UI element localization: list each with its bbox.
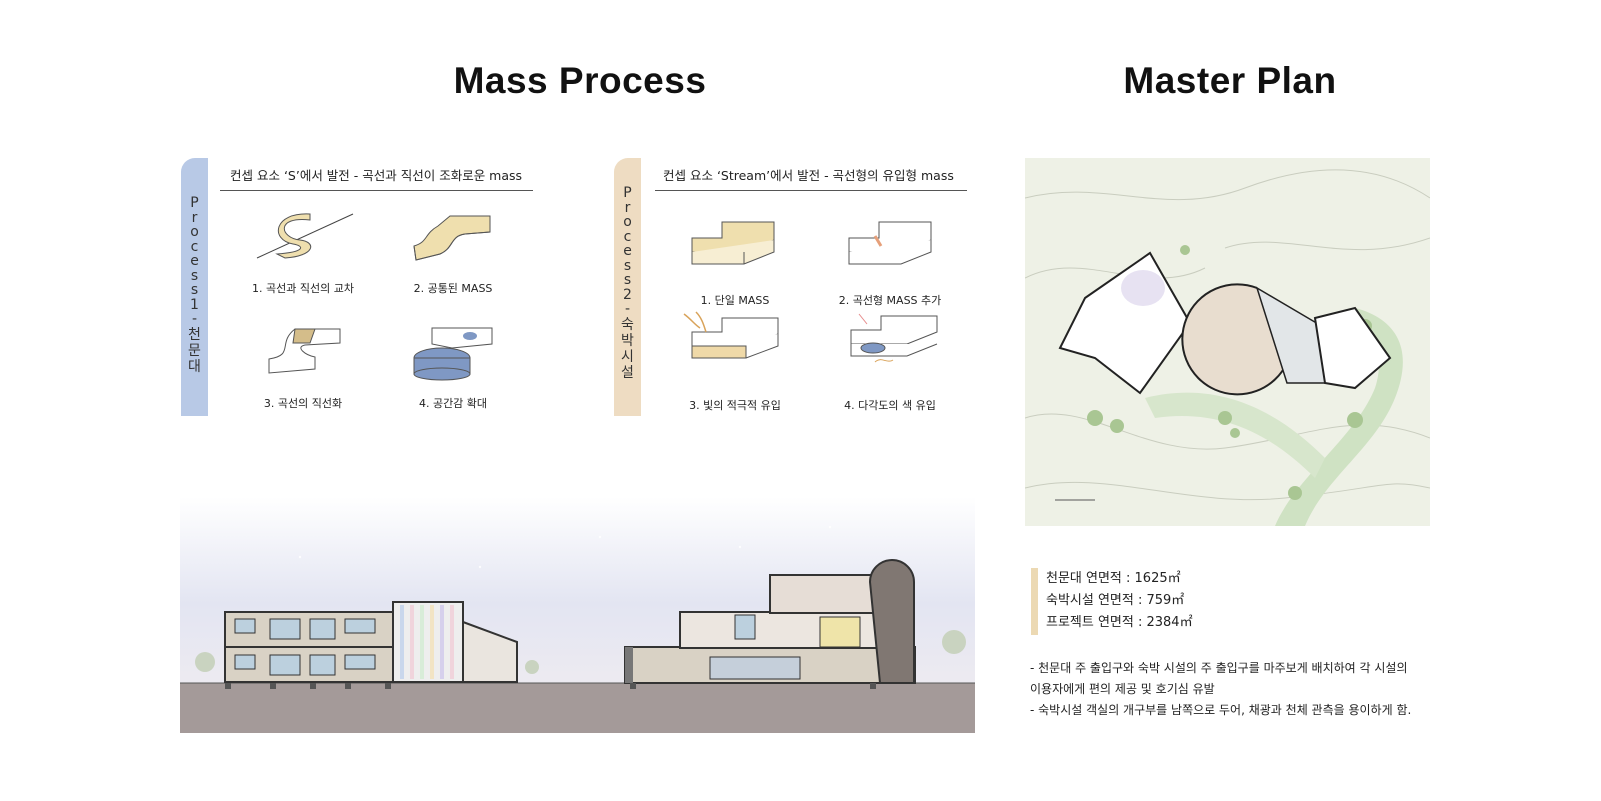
area-accent-bar [1031, 568, 1038, 635]
process2-tab-char: 숙 [621, 316, 634, 333]
p1-diagram-4 [413, 327, 493, 381]
process1-tab-char: r [191, 209, 198, 226]
process1-tab-char: s [190, 282, 199, 298]
area-lodging: 숙박시설 연면적 : 759㎡ [1046, 593, 1185, 608]
area-project: 프로젝트 연면적 : 2384㎡ [1046, 615, 1193, 630]
p2-caption-1: 1. 단일 MASS [700, 294, 770, 307]
process2-tab-char: 설 [621, 364, 634, 381]
process1-tab-char: 1 [190, 296, 199, 313]
p1-caption-1: 1. 곡선과 직선의 교차 [252, 282, 354, 295]
mass-process-title: Mass Process [453, 60, 707, 101]
p2-caption-2: 2. 곡선형 MASS 추가 [838, 294, 942, 307]
process1-tab-char: 천 [188, 326, 201, 343]
p2-diagram-4 [850, 313, 938, 363]
p1-diagram-2 [413, 215, 491, 261]
process1-tab-char: P [190, 195, 199, 211]
process1-tab-char: s [190, 267, 199, 284]
p1-diagram-1 [256, 213, 354, 259]
process1-tab-char: e [190, 253, 199, 269]
p1-caption-3: 3. 곡선의 직선화 [263, 397, 343, 410]
process2-tab-char: r [624, 199, 631, 216]
process2-tab-char: 시 [621, 348, 634, 365]
p1-diagram-3 [268, 328, 341, 374]
process1-tab-char: c [190, 238, 199, 255]
master-plan-title: Master Plan [1123, 60, 1337, 101]
process2-tab-char: c [623, 228, 632, 245]
p2-diagram-3 [683, 311, 779, 359]
process1-tab-char: 대 [188, 358, 201, 375]
p2-caption-4: 4. 다각도의 색 유입 [844, 399, 936, 412]
p2-diagram-2 [848, 221, 932, 265]
area-observatory: 천문대 연면적 : 1625㎡ [1046, 571, 1181, 586]
process2-tab-char: e [623, 243, 632, 259]
process-2-rule [655, 190, 967, 191]
process-1-rule [220, 190, 533, 191]
note-line-2: 이용자에게 편의 제공 및 호기심 유발 [1030, 682, 1215, 696]
p1-caption-4: 4. 공간감 확대 [418, 397, 488, 410]
process2-tab-char: - [624, 301, 631, 317]
process1-tab-char: o [190, 224, 199, 240]
process2-tab-char: 2 [623, 286, 632, 303]
master-plan-map [1025, 158, 1430, 526]
process-1-heading: 컨셉 요소 ‘S’에서 발전 - 곡선과 직선이 조화로운 mass [230, 168, 523, 183]
process1-tab-char: - [191, 311, 198, 327]
process2-tab-char: s [623, 272, 632, 288]
note-line-3: - 숙박시설 객실의 개구부를 남쪽으로 두어, 채광과 천체 관측을 용이하게… [1030, 703, 1412, 717]
p1-caption-2: 2. 공통된 MASS [413, 282, 493, 295]
note-line-1: - 천문대 주 출입구와 숙박 시설의 주 출입구를 마주보게 배치하여 각 시… [1030, 661, 1408, 675]
process2-tab-char: P [623, 185, 632, 201]
process2-tab-char: o [623, 214, 632, 230]
process2-tab-char: s [623, 257, 632, 274]
process1-tab-char: 문 [188, 342, 201, 359]
process2-tab-char: 박 [621, 332, 634, 349]
p2-diagram-1 [691, 221, 775, 265]
process-2-heading: 컨셉 요소 ‘Stream’에서 발전 - 곡선형의 유입형 mass [663, 168, 954, 183]
building-section-drawing [180, 497, 975, 733]
p2-caption-3: 3. 빛의 적극적 유입 [689, 399, 781, 412]
